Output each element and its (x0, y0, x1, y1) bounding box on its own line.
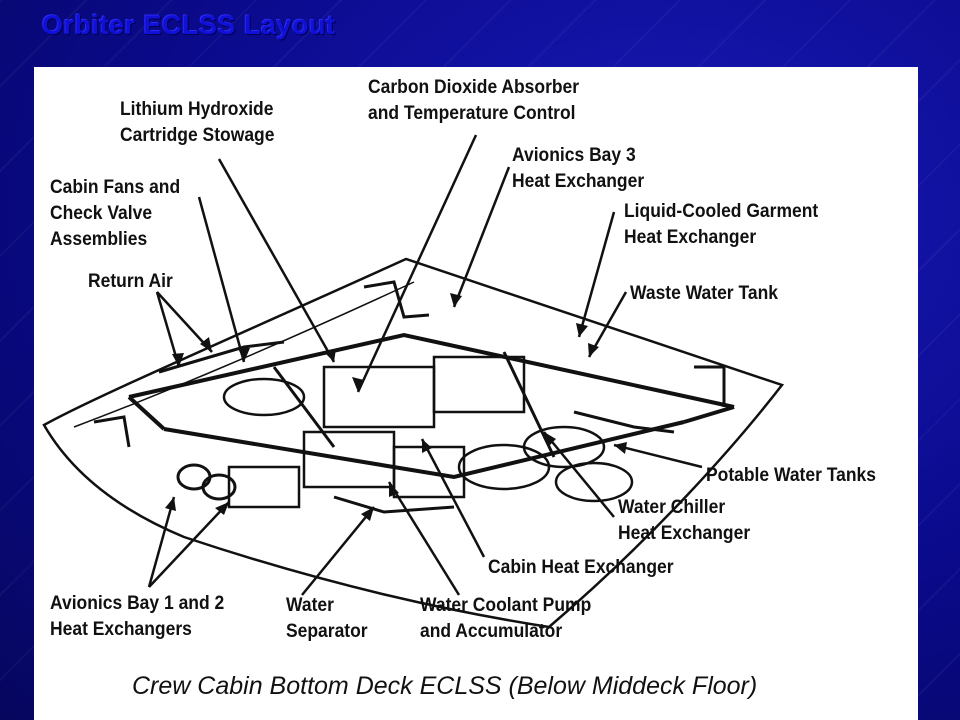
leader-co2 (356, 134, 478, 393)
frame-rail-bottom (163, 420, 685, 480)
arrowhead-lcg (576, 323, 588, 337)
avionics-hx-1 (176, 463, 212, 491)
avionics-hx-2 (201, 473, 237, 501)
label-cabin-fans: Cabin Fans and Check Valve Assemblies (50, 177, 181, 250)
arrowhead-fans (238, 348, 250, 362)
diagram-panel: Carbon Dioxide Absorber and Temperature … (34, 67, 918, 720)
arrowhead-return-b (200, 337, 212, 352)
pipe-lower (333, 495, 455, 514)
leader-potable (613, 443, 703, 469)
arrowhead-pump (389, 482, 399, 497)
arrowhead-bay3 (450, 293, 462, 307)
frame-cross-2 (502, 351, 556, 458)
label-water-coolant-pump: Water Coolant Pump and Accumulator (420, 595, 592, 642)
arrowhead-lioh (324, 349, 336, 362)
label-return-air: Return Air (88, 271, 173, 292)
label-lcg-heat-exchanger: Liquid-Cooled Garment Heat Exchanger (624, 201, 819, 248)
arrowhead-potable (614, 442, 627, 454)
hull-outline (42, 257, 785, 629)
center-box-2 (432, 355, 526, 414)
return-air-duct (158, 340, 285, 374)
label-co2-absorber: Carbon Dioxide Absorber and Temperature … (368, 77, 580, 124)
diagram-caption: Crew Cabin Bottom Deck ECLSS (Below Midd… (132, 672, 758, 700)
label-cabin-heat-exchanger: Cabin Heat Exchanger (488, 557, 674, 578)
label-potable-water-tanks: Potable Water Tanks (706, 465, 876, 486)
tank-1 (457, 443, 551, 491)
arrowhead-return-a (172, 353, 184, 367)
tank-4 (222, 377, 306, 417)
leader-fans (197, 196, 246, 363)
arrowhead-separator (361, 507, 374, 521)
slide-title: Orbiter ECLSS Layout (42, 10, 336, 40)
leader-lioh (217, 158, 336, 363)
tank-3 (554, 461, 634, 503)
label-avionics-bay12: Avionics Bay 1 and 2 Heat Exchangers (50, 593, 225, 640)
avionics-hx-block (227, 465, 301, 509)
frame-rail-left (127, 395, 166, 431)
leader-chiller (543, 431, 615, 518)
arrowhead-bay12-b (215, 502, 229, 515)
frame-rail-top (128, 332, 735, 409)
leader-bay12-b (148, 501, 230, 588)
eclss-drawing (42, 134, 785, 629)
pipe-aux (573, 410, 675, 434)
duct-right (694, 365, 726, 407)
leader-pump (387, 481, 461, 596)
leader-cabin-hx (420, 438, 486, 558)
pipe-top (363, 280, 430, 319)
leader-bay12-a (147, 496, 176, 588)
center-box-1 (322, 365, 436, 429)
hull-inner-edge (73, 281, 415, 428)
label-lioh-stowage: Lithium Hydroxide Cartridge Stowage (120, 99, 275, 146)
arrowhead-cabin-hx (422, 439, 432, 453)
label-water-separator: Water Separator (286, 595, 368, 642)
arrowhead-co2 (352, 377, 364, 392)
frame-rail-right (683, 405, 735, 424)
tank-2 (522, 425, 606, 469)
leader-lcg (577, 211, 616, 338)
leader-separator (301, 506, 375, 596)
label-waste-water-tank: Waste Water Tank (630, 283, 778, 304)
arrowhead-waste (588, 343, 599, 357)
duct-left (93, 415, 131, 448)
arrowhead-chiller (544, 432, 556, 447)
leader-bay3 (452, 166, 511, 308)
label-water-chiller: Water Chiller Heat Exchanger (618, 497, 751, 544)
arrowhead-bay12-a (165, 497, 176, 511)
label-avionics-bay3: Avionics Bay 3 Heat Exchanger (512, 145, 645, 192)
